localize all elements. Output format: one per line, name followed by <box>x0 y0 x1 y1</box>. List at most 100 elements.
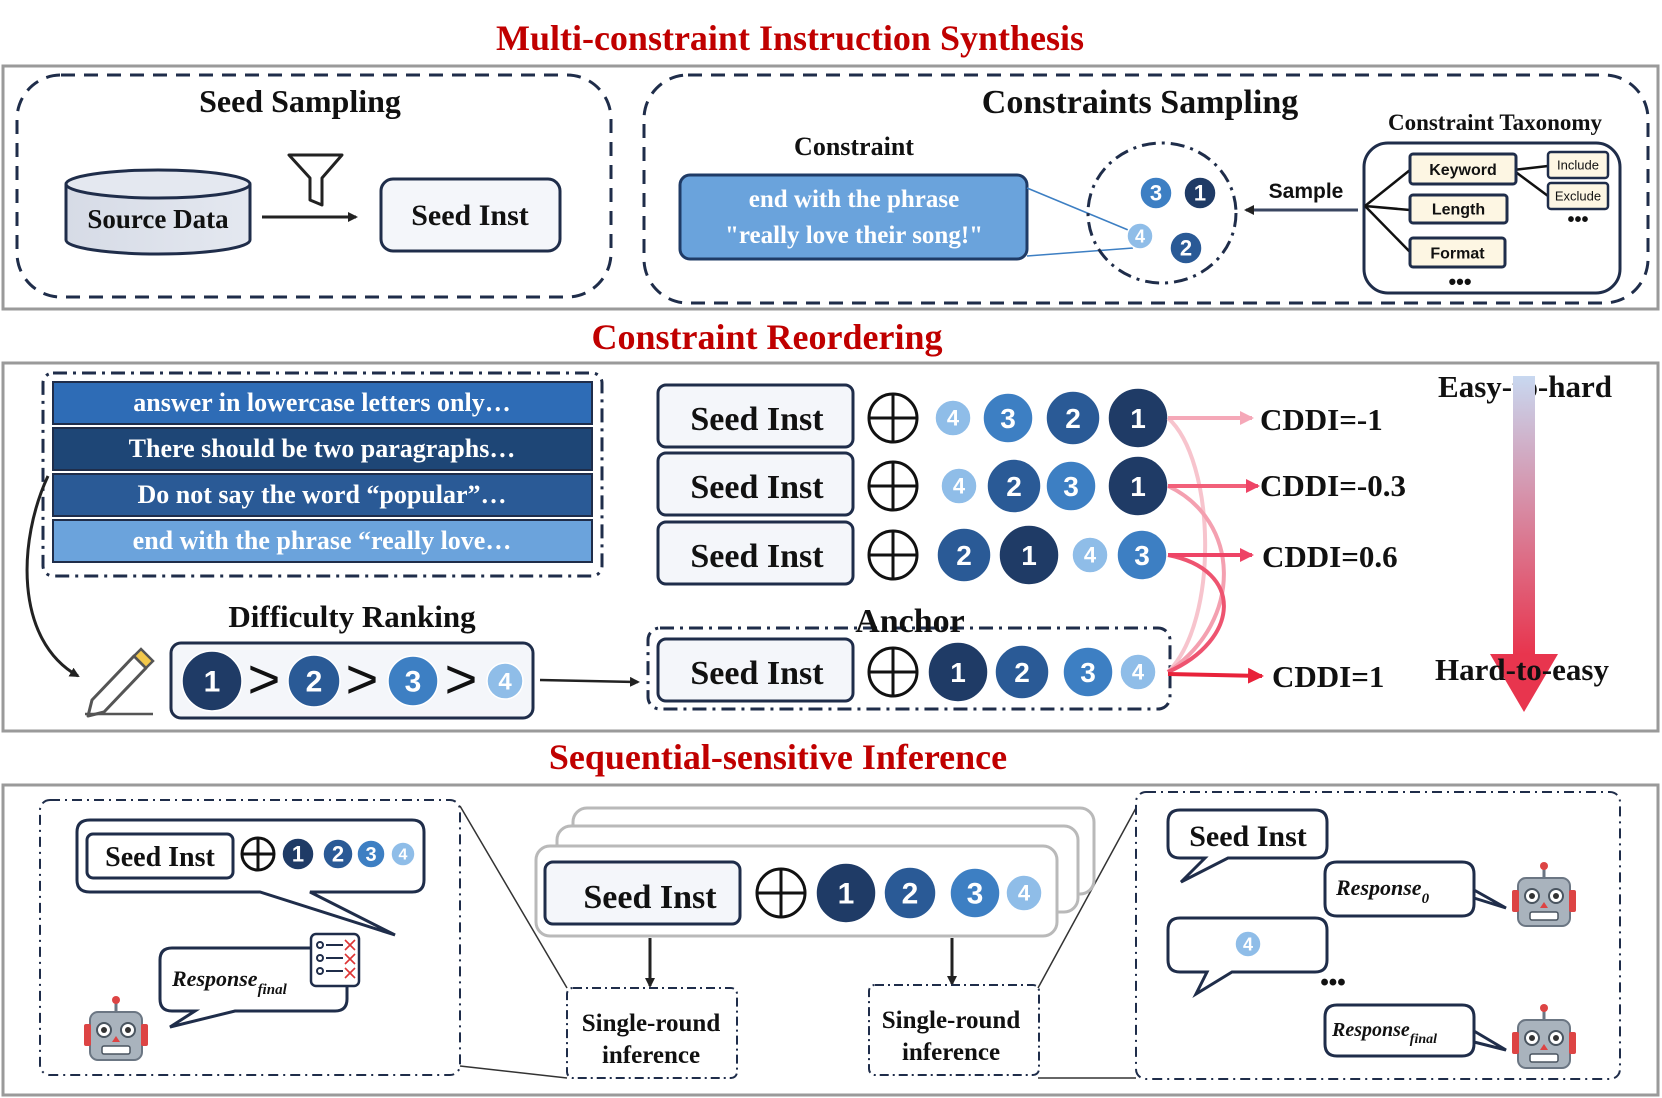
constraint-badge-4: 4 <box>1071 536 1109 574</box>
robot-icon-right-1 <box>1512 862 1576 927</box>
seed-sampling-group: Seed Sampling Source Data Seed Inst <box>15 73 613 299</box>
constraint-badge-1: 1 <box>181 650 243 712</box>
zoom-line-right-top <box>1037 807 1137 989</box>
constraint-badge-number: 4 <box>1018 881 1031 906</box>
response-final-right: Responsefinal <box>1331 1019 1437 1047</box>
seed-sampling-title: Seed Sampling <box>199 83 401 119</box>
right-ellipsis: ••• <box>1320 969 1345 996</box>
constraint-badge-number: 4 <box>947 406 960 431</box>
oplus-icon <box>867 529 919 581</box>
taxonomy-branches <box>1364 164 1549 253</box>
constraint-badge-number: 4 <box>1084 543 1097 568</box>
difficulty-gradient-bar <box>1513 376 1535 654</box>
constraint-badge-number: 4 <box>1243 934 1253 954</box>
anchor-frame <box>646 626 1172 711</box>
constraint-box <box>678 173 1029 261</box>
response-final-left: Responsefinal <box>171 966 288 998</box>
taxonomy-item-keyword <box>1408 152 1518 186</box>
single-round-left-line1: Single-round <box>582 1010 721 1037</box>
hard-to-easy-label: Hard-to-easy <box>1435 652 1609 687</box>
constraint-list-text: There should be two paragraphs… <box>129 434 516 463</box>
constraint-badge-number: 4 <box>953 474 966 499</box>
constraint-badge-1: 1 <box>927 641 989 703</box>
constraint-badge-number: 1 <box>1194 181 1206 206</box>
constraint-badge-2: 2 <box>1169 231 1203 265</box>
reordering-panel <box>1 361 1660 733</box>
oplus-icon <box>755 867 807 919</box>
constraint-badge-3: 3 <box>387 655 439 707</box>
greater-than-symbol: > <box>346 647 379 710</box>
robot-icon-right-2 <box>1512 1004 1576 1069</box>
right-dialog-frame <box>1135 791 1621 1080</box>
zoom-line-bottom <box>1026 247 1134 257</box>
constraint-badge-number: 1 <box>1130 471 1146 502</box>
reorder-seed-box <box>656 520 855 586</box>
constraint-badge-number: 3 <box>405 666 422 699</box>
constraint-badge-2: 2 <box>287 654 341 708</box>
constraint-badge-4: 4 <box>934 399 972 437</box>
taxonomy-box <box>1362 141 1622 295</box>
constraint-list-text: Do not say the word “popular”… <box>137 480 506 509</box>
zoom-line-left-top <box>459 805 568 989</box>
constraint-badge-number: 3 <box>967 878 984 911</box>
ranking-box <box>169 641 535 720</box>
constraint-badge-4: 4 <box>1234 930 1262 958</box>
single-round-box-left <box>566 987 738 1079</box>
oplus-icon <box>867 460 919 512</box>
left-seed-box <box>85 832 235 880</box>
constraint-line-1: end with the phrase <box>749 186 959 213</box>
curve-to-row-1 <box>1166 416 1208 674</box>
taxonomy-ellipsis-right: ••• <box>1567 209 1588 231</box>
constraint-badge-number: 3 <box>1063 471 1079 502</box>
constraint-badge-3: 3 <box>356 839 386 869</box>
constraint-badge-1: 1 <box>281 837 315 871</box>
constraint-list-item <box>52 473 593 517</box>
right-response-bubble-2 <box>1323 1003 1507 1058</box>
constraint-badge-1: 1 <box>998 524 1060 586</box>
constraint-badge-2: 2 <box>994 644 1050 700</box>
constraint-list-text: answer in lowercase letters only… <box>133 388 510 417</box>
checklist-icon <box>309 932 361 988</box>
constraint-list-item <box>52 427 593 471</box>
constraint-badge-number: 1 <box>292 842 304 867</box>
section-title-synthesis: Multi-constraint Instruction Synthesis <box>496 18 1084 58</box>
constraint-badge-number: 4 <box>399 847 408 864</box>
taxonomy-subitem-include <box>1546 150 1610 180</box>
zoom-line-left-bottom <box>459 1065 568 1079</box>
reorder-seed-box <box>656 637 855 703</box>
constraint-badge-4: 4 <box>1126 222 1154 250</box>
source-data-label: Source Data <box>87 204 229 234</box>
constraint-badge-number: 2 <box>956 540 972 571</box>
oplus-icon <box>240 836 276 872</box>
taxonomy-subitem-label: Exclude <box>1555 189 1601 204</box>
constraint-badge-3: 3 <box>1062 646 1114 698</box>
constraint-badge-1: 1 <box>815 862 877 924</box>
right-response-bubble-1 <box>1323 860 1507 918</box>
arrow-cddi-4 <box>1167 667 1264 684</box>
synthesis-panel <box>1 64 1660 311</box>
constraint-badge-number: 2 <box>306 666 323 699</box>
seed-inst-label: Seed Inst <box>411 199 529 232</box>
constraint-badge-4: 4 <box>486 662 524 700</box>
constraint-badge-number: 3 <box>1150 181 1162 206</box>
constraint-list-item <box>52 381 593 425</box>
constraint-badge-3: 3 <box>1116 529 1168 581</box>
constraint-badge-number: 1 <box>838 878 855 911</box>
single-round-right-line1: Single-round <box>882 1007 1021 1034</box>
right-bubble-badge: 4 <box>1234 930 1262 958</box>
zoom-line-top <box>1026 187 1134 233</box>
constraint-badge-number: 2 <box>902 878 919 911</box>
constraint-list: answer in lowercase letters only… There s… <box>52 381 593 563</box>
constraint-badge-number: 3 <box>365 844 376 866</box>
left-seed-label: Seed Inst <box>105 842 215 873</box>
response-zero: Response0 <box>1335 875 1430 907</box>
taxonomy-item-label: Format <box>1430 245 1485 262</box>
right-user-bubble-1 <box>1166 808 1329 884</box>
curve-to-row-2 <box>1166 484 1226 674</box>
taxonomy-ellipsis-bottom: ••• <box>1448 269 1471 294</box>
section-title-inference: Sequential-sensitive Inference <box>549 737 1007 777</box>
taxonomy-item-format <box>1408 236 1507 269</box>
cddi-label: CDDI=1 <box>1272 659 1384 694</box>
